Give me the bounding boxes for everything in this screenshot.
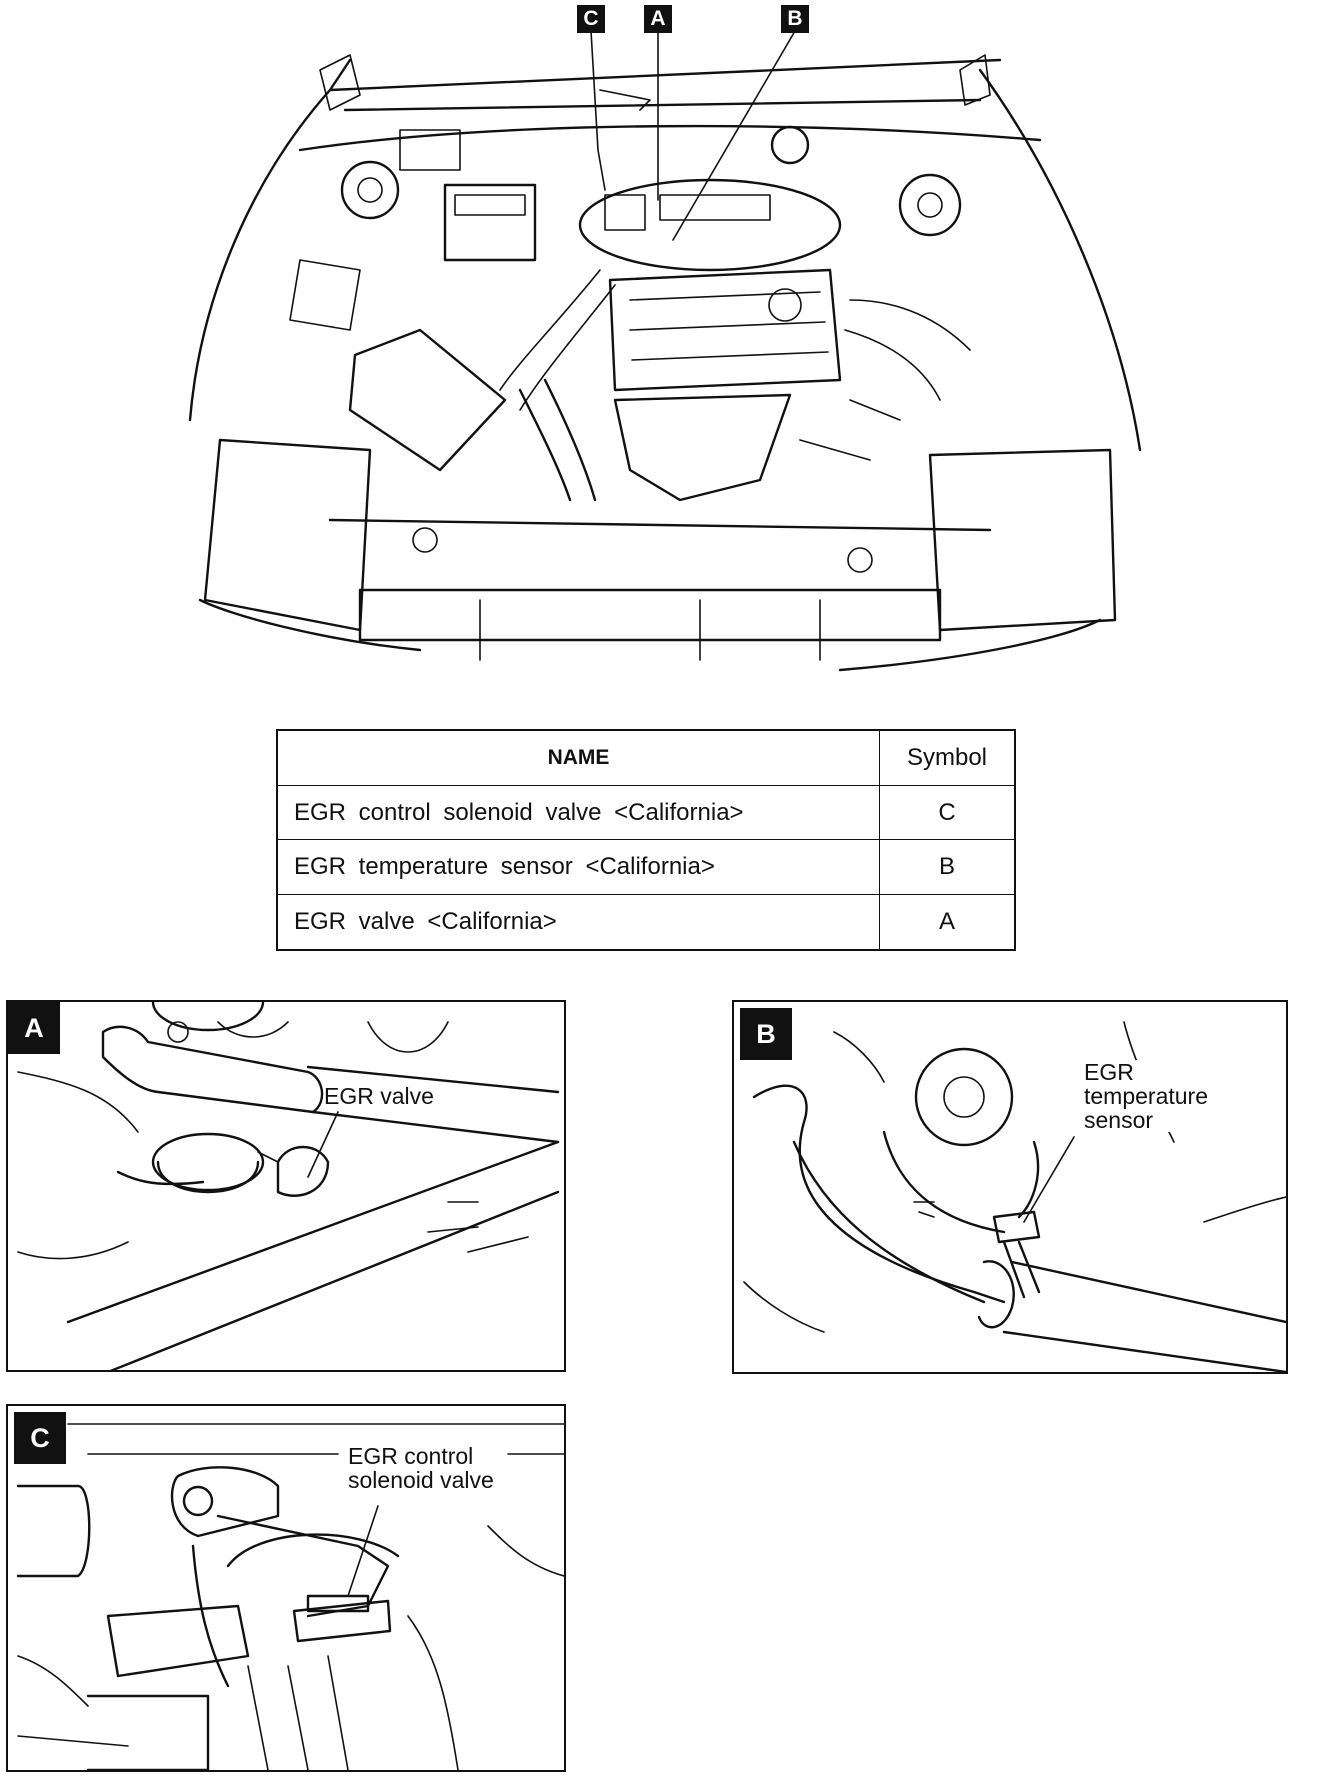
egr-temperature-sensor-label: EGR temperature sensor — [1084, 1059, 1209, 1133]
callout-tag-c: C — [577, 5, 605, 33]
detail-panel-b: B EGR temperature sensor — [732, 1000, 1288, 1374]
leader-b — [672, 30, 796, 241]
detail-panel-c: C EGR control solenoid valve — [6, 1404, 566, 1772]
engine-bay-illustration — [188, 30, 1142, 672]
table-row: EGR control solenoid valve <California> … — [276, 784, 1016, 841]
label-line: temperature — [1084, 1083, 1209, 1109]
egr-control-solenoid-valve-illustration — [16, 1423, 564, 1770]
part-name: EGR valve <California> — [276, 894, 880, 951]
label-line: sensor — [1084, 1107, 1154, 1133]
table-header-row: NAME Symbol — [276, 729, 1016, 786]
part-name: EGR control solenoid valve <California> — [276, 784, 880, 841]
table-row: EGR temperature sensor <California> B — [276, 839, 1016, 896]
symbol-column-header: Symbol — [879, 729, 1016, 786]
panel-tag-b: B — [740, 1008, 792, 1060]
part-symbol: A — [879, 894, 1016, 951]
part-symbol: B — [879, 839, 1016, 896]
leader-c — [590, 30, 606, 191]
part-symbol: C — [879, 784, 1016, 841]
egr-valve-label: EGR valve — [324, 1083, 434, 1109]
panel-tag-a: A — [8, 1002, 60, 1054]
callout-tag-b: B — [781, 5, 809, 33]
label-line: EGR — [1084, 1059, 1134, 1085]
label-line: solenoid valve — [348, 1467, 494, 1493]
egr-control-solenoid-valve-label: EGR control solenoid valve — [348, 1444, 494, 1492]
label-line: EGR control — [348, 1443, 474, 1469]
detail-panel-a: A EGR valve — [6, 1000, 566, 1372]
parts-table: NAME Symbol EGR control solenoid valve <… — [276, 729, 1016, 951]
callout-tag-a: A — [644, 5, 672, 33]
part-name: EGR temperature sensor <California> — [276, 839, 880, 896]
name-column-header: NAME — [276, 729, 880, 786]
egr-temperature-sensor-illustration — [743, 1021, 1286, 1372]
egr-valve-illustration — [17, 1002, 560, 1370]
table-row: EGR valve <California> A — [276, 894, 1016, 951]
panel-tag-c: C — [14, 1412, 66, 1464]
